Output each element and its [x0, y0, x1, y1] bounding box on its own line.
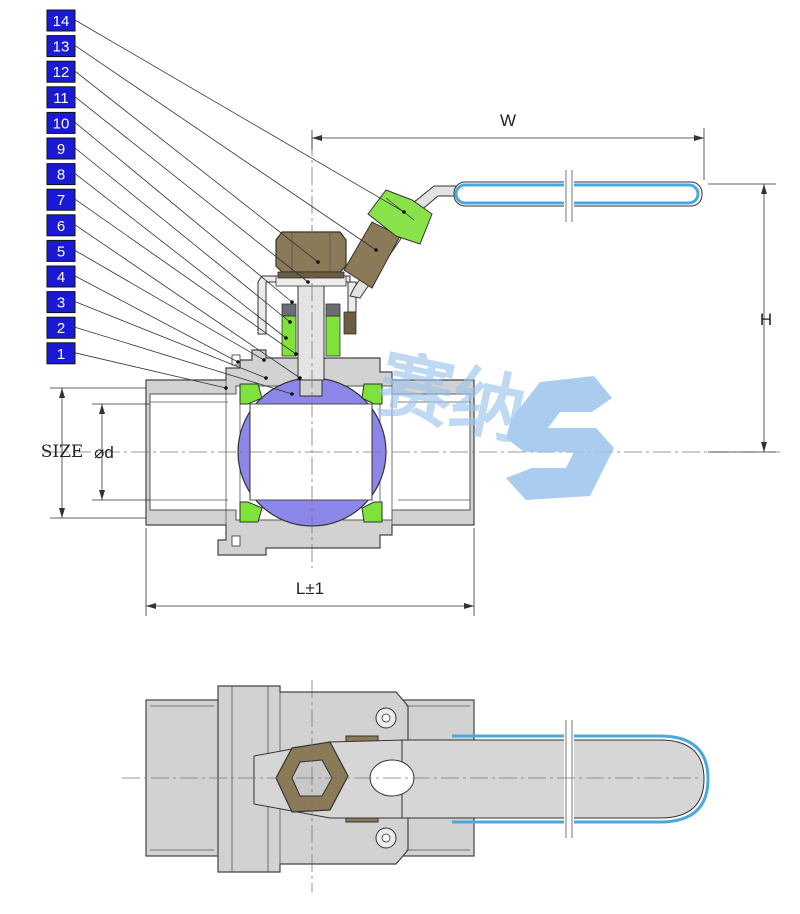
part-label-9: 9	[57, 141, 65, 158]
dim-l-label: L±1	[296, 579, 324, 598]
part-leader-dot-6	[298, 376, 302, 380]
part-leader-14	[74, 19, 405, 213]
handle-grip	[453, 181, 703, 207]
part-label-11: 11	[53, 90, 69, 107]
handle-lock-cap-line	[385, 197, 415, 221]
part-label-box-3	[46, 291, 76, 314]
part-label-12: 12	[53, 64, 70, 81]
plan-handle-break	[564, 730, 574, 828]
watermark-swoosh	[506, 376, 614, 500]
part-label-13: 13	[53, 39, 70, 56]
part-leader-dot-5	[262, 358, 266, 362]
part-label-box-4	[46, 265, 76, 288]
part-label-8: 8	[57, 167, 65, 184]
dim-size-extension	[50, 387, 146, 519]
part-label-box-1	[46, 342, 76, 365]
part-leader-10	[74, 122, 293, 303]
part-leader-4	[74, 275, 239, 363]
part-leader-11	[74, 96, 309, 283]
part-label-box-2	[46, 316, 76, 339]
part-label-box-14	[46, 9, 76, 32]
part-leader-dot-14	[402, 210, 406, 214]
plan-bolt-bottom-inner	[381, 833, 391, 843]
part-label-7: 7	[57, 192, 65, 209]
part-label-1: 1	[57, 346, 65, 363]
stem-packing-right	[325, 315, 341, 357]
body-gasket-bottom	[231, 535, 241, 547]
stem-nut-face	[291, 232, 331, 272]
section-view: W H SIZE ⌀d L±1	[41, 111, 780, 616]
part-leader-13	[74, 45, 377, 251]
packing-gland-right	[325, 303, 341, 317]
stem-nut-base	[277, 271, 345, 279]
part-leader-dot-10	[290, 300, 294, 304]
part-leader-dot-3	[264, 376, 268, 380]
part-leader-9	[74, 147, 291, 323]
part-leader-3	[74, 301, 267, 379]
part-leader-dot-9	[288, 320, 292, 324]
thread-lines-right	[398, 401, 470, 501]
stem-nut	[275, 231, 347, 273]
plan-handle-grip	[401, 739, 705, 819]
part-label-14: 14	[53, 13, 70, 30]
lock-nut	[343, 311, 357, 335]
plan-handle-break-lines	[565, 720, 573, 838]
part-leader-dot-4	[236, 360, 240, 364]
plan-handle-sleeve	[452, 734, 710, 824]
part-leader-dot-2	[290, 392, 294, 396]
part-label-box-7	[46, 188, 76, 211]
part-label-box-13	[46, 35, 76, 58]
dim-l-extension	[145, 528, 475, 616]
body-gasket-top	[231, 354, 241, 366]
part-label-box-5	[46, 239, 76, 262]
plan-thread-lines	[150, 705, 470, 851]
thread-lines-left	[150, 401, 228, 501]
part-leader-dot-8	[284, 336, 288, 340]
handle-lock-cap	[367, 189, 433, 245]
part-label-4: 4	[57, 269, 65, 286]
dim-bore-label: ⌀d	[94, 443, 114, 462]
seat-upper-right	[361, 383, 383, 405]
part-leader-5	[74, 250, 265, 361]
part-leader-dot-13	[374, 248, 378, 252]
part-label-2: 2	[57, 320, 65, 337]
part-label-3: 3	[57, 295, 65, 312]
seat-upper-left	[239, 383, 263, 405]
body-joint	[225, 380, 393, 525]
part-leader-1	[74, 352, 227, 389]
handle-sleeve	[454, 183, 700, 205]
part-leader-2	[74, 326, 293, 395]
part-leader-12	[74, 70, 319, 263]
dim-h-extension	[708, 183, 776, 453]
part-label-10: 10	[53, 115, 70, 132]
part-label-box-6	[46, 214, 76, 237]
part-label-6: 6	[57, 218, 65, 235]
part-leader-dot-12	[316, 260, 320, 264]
dim-bore-arrows	[99, 404, 105, 500]
dim-w-extension	[311, 128, 705, 180]
part-leader-dot-7	[294, 352, 298, 356]
plan-bolt-top-inner	[381, 713, 391, 723]
part-label-5: 5	[57, 243, 65, 260]
handle-break	[564, 178, 574, 214]
dim-h-label: H	[760, 310, 772, 329]
handle-break-lines	[565, 170, 573, 222]
ball-bore-lines	[250, 403, 372, 501]
seat-lower-right	[361, 501, 383, 523]
packing-gland-left	[281, 303, 297, 317]
seat-lower-left	[239, 501, 263, 523]
part-leader-6	[74, 224, 301, 379]
dim-size-label: SIZE	[41, 442, 84, 462]
stem-tang	[299, 379, 323, 397]
dim-w-label: W	[500, 111, 516, 130]
part-leader-8	[74, 173, 287, 339]
part-leader-dot-11	[306, 280, 310, 284]
part-labels: 14 13 12 11 10 9 8 7 6 5 4 3 2 1	[46, 9, 406, 396]
plan-view	[122, 680, 710, 892]
part-leader-7	[74, 198, 297, 355]
part-leader-dot-1	[224, 386, 228, 390]
